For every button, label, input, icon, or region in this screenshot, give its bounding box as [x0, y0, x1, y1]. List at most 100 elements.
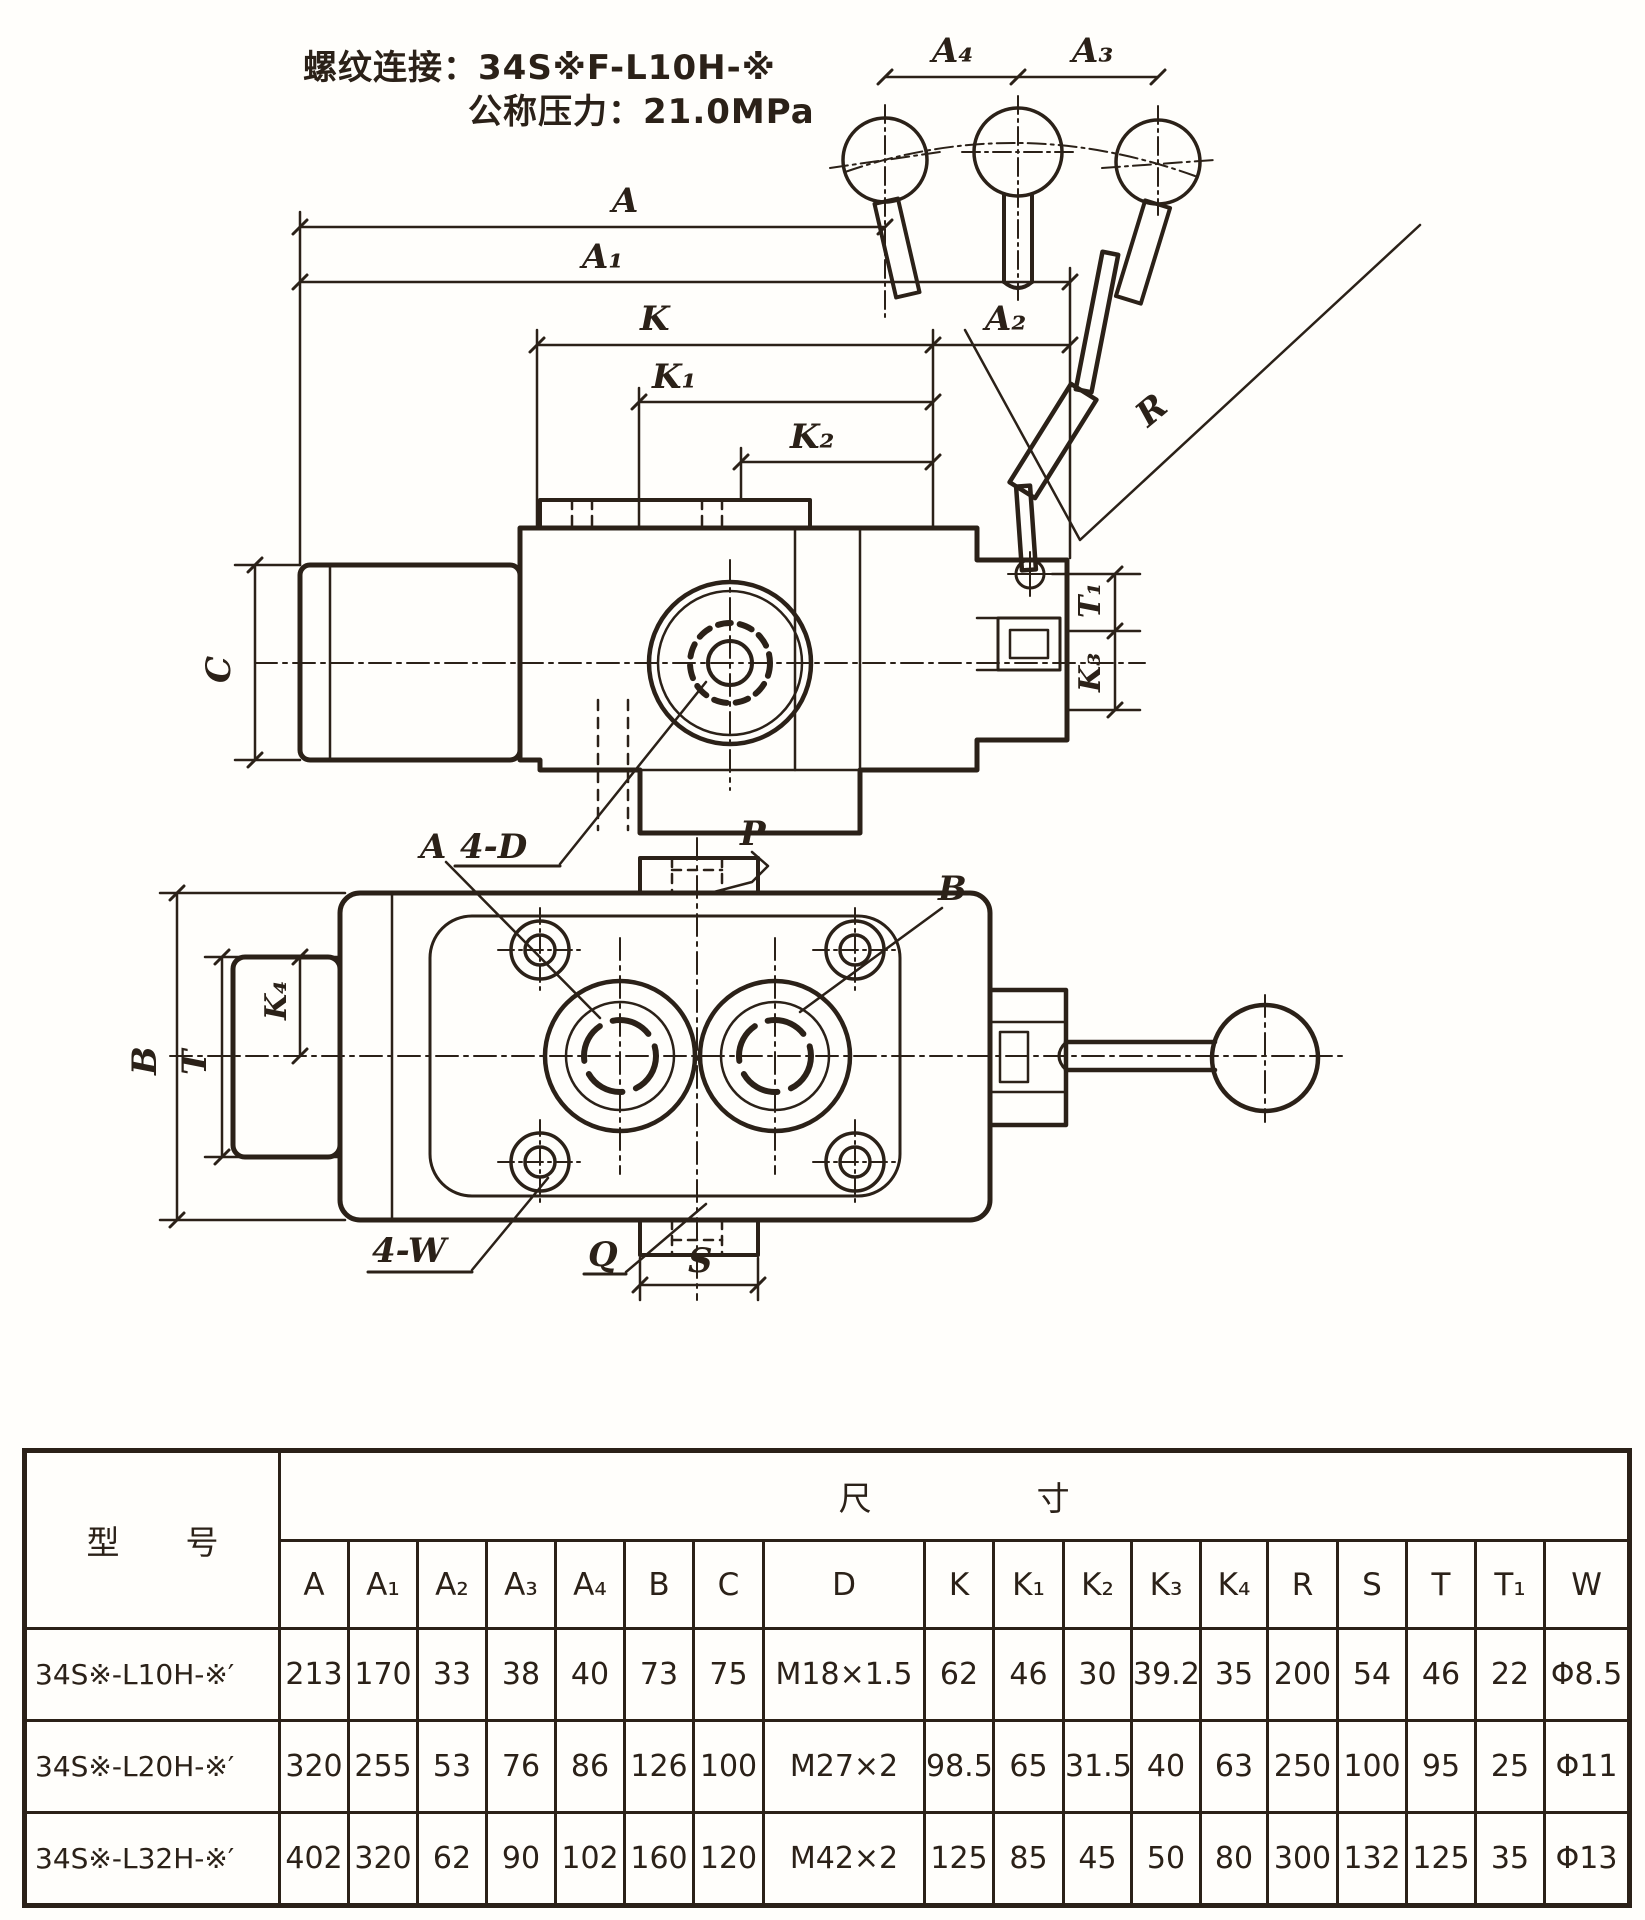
value-cell: 65: [992, 1719, 1065, 1814]
top-view-body: [337, 856, 993, 1257]
callout-4W: 4-W: [366, 1176, 550, 1274]
dim-label-A2: A₂: [982, 299, 1026, 339]
dim-column-header: A₄: [554, 1539, 626, 1630]
value-cell: 63: [1199, 1719, 1269, 1814]
value-cell: 33: [416, 1627, 488, 1722]
dim-label-K1: K₁: [651, 357, 696, 397]
value-cell: 30: [1062, 1627, 1133, 1722]
dim-K4: K₄: [259, 948, 309, 1065]
value-cell: 85: [992, 1811, 1065, 1907]
port-A-text: A: [417, 827, 446, 867]
value-cell: Φ13: [1542, 1811, 1632, 1907]
value-cell: 73: [623, 1627, 695, 1722]
value-cell: 40: [1130, 1719, 1202, 1814]
value-cell: 38: [485, 1627, 557, 1722]
value-cell: 98.5: [923, 1719, 995, 1814]
value-cell: Φ11: [1542, 1719, 1632, 1814]
value-cell: 125: [923, 1811, 995, 1907]
value-cell: 100: [1336, 1719, 1408, 1814]
dim-label-A3: A₃: [1069, 31, 1113, 71]
value-cell: 160: [623, 1811, 695, 1907]
dim-label-B: B: [125, 1046, 165, 1076]
dim-label-S: S: [688, 1241, 713, 1281]
value-cell: 170: [347, 1627, 419, 1722]
model-cell: 34S※-L20H-※′: [23, 1719, 281, 1814]
value-cell: 50: [1130, 1811, 1202, 1907]
technical-drawing: A₄ A₃ R: [125, 31, 1422, 1302]
dim-column-header: T₁: [1474, 1539, 1546, 1630]
callout-4D: 4-D: [453, 680, 708, 868]
dim-column-header: K₁: [992, 1539, 1065, 1630]
dim-column-header: K₄: [1199, 1539, 1269, 1630]
callout-4W-label: 4-W: [372, 1231, 449, 1271]
top-view-port-boss: [542, 978, 853, 1134]
value-cell: 320: [278, 1719, 350, 1814]
value-cell: 46: [992, 1627, 1065, 1722]
top-view-lever: [987, 987, 1321, 1128]
value-cell: 250: [1266, 1719, 1339, 1814]
value-cell: 35: [1474, 1811, 1546, 1907]
dim-column-header: A₃: [485, 1539, 557, 1630]
dim-B-width: B: [125, 884, 347, 1229]
value-cell: 45: [1062, 1811, 1133, 1907]
port-Q-text: Q: [588, 1235, 618, 1275]
value-cell: 39.2: [1130, 1627, 1202, 1722]
value-cell: 54: [1336, 1627, 1408, 1722]
value-cell: 86: [554, 1719, 626, 1814]
value-cell: 22: [1474, 1627, 1546, 1722]
value-cell: Φ8.5: [1542, 1627, 1632, 1722]
dim-column-header: B: [623, 1539, 695, 1630]
value-cell: 40: [554, 1627, 626, 1722]
value-cell: M27×2: [762, 1719, 926, 1814]
value-cell: 200: [1266, 1627, 1339, 1722]
value-cell: 53: [416, 1719, 488, 1814]
value-cell: 62: [416, 1811, 488, 1907]
dim-column-header: K: [923, 1539, 995, 1630]
side-view-top-plate: [538, 498, 812, 530]
value-cell: 95: [1405, 1719, 1477, 1814]
dim-column-header: A: [278, 1539, 350, 1630]
dim-S: S: [631, 1241, 767, 1302]
value-cell: 300: [1266, 1811, 1339, 1907]
callout-Q: Q: [582, 1202, 708, 1276]
side-view-centerlines: [254, 559, 1146, 791]
model-cell: 34S※-L32H-※′: [23, 1811, 281, 1907]
dim-column-header: S: [1336, 1539, 1408, 1630]
thread-connection-note: 螺纹连接：34S※F-L10H-※: [303, 48, 776, 88]
nominal-pressure-note: 公称压力：21.0MPa: [468, 92, 815, 132]
value-cell: 102: [554, 1811, 626, 1907]
value-cell: M42×2: [762, 1811, 926, 1907]
dim-label-A1: A₁: [579, 237, 623, 277]
port-B-text: B: [937, 869, 967, 909]
dim-column-header: A₂: [416, 1539, 488, 1630]
value-cell: 76: [485, 1719, 557, 1814]
port-B-callout: B: [798, 869, 967, 1014]
dim-label-K: K: [639, 299, 671, 339]
value-cell: 320: [347, 1811, 419, 1907]
dim-A4-A3: A₄ A₃: [876, 31, 1167, 86]
value-cell: 100: [692, 1719, 765, 1814]
value-cell: 125: [1405, 1811, 1477, 1907]
top-view-bolt-holes: [497, 907, 898, 1205]
value-cell: 75: [692, 1627, 765, 1722]
side-view-lever: [1007, 249, 1121, 573]
dim-C: C: [199, 556, 302, 769]
port-P-text: P: [739, 814, 767, 854]
dim-T1-K3: T₁ K₃: [1050, 565, 1142, 719]
value-cell: 31.5: [1062, 1719, 1133, 1814]
dim-T: T: [175, 948, 342, 1166]
value-cell: 132: [1336, 1811, 1408, 1907]
dim-column-header: R: [1266, 1539, 1339, 1630]
dim-label-K2: K₂: [789, 417, 834, 457]
dim-column-header: D: [762, 1539, 926, 1630]
value-cell: 402: [278, 1811, 350, 1907]
model-cell: 34S※-L10H-※′: [23, 1627, 281, 1722]
value-cell: 46: [1405, 1627, 1477, 1722]
dim-column-header: C: [692, 1539, 765, 1630]
side-view-lever-bracket: [975, 551, 1062, 672]
dim-column-header: K₃: [1130, 1539, 1202, 1630]
dims-horizontal: [291, 210, 1079, 567]
value-cell: 25: [1474, 1719, 1546, 1814]
